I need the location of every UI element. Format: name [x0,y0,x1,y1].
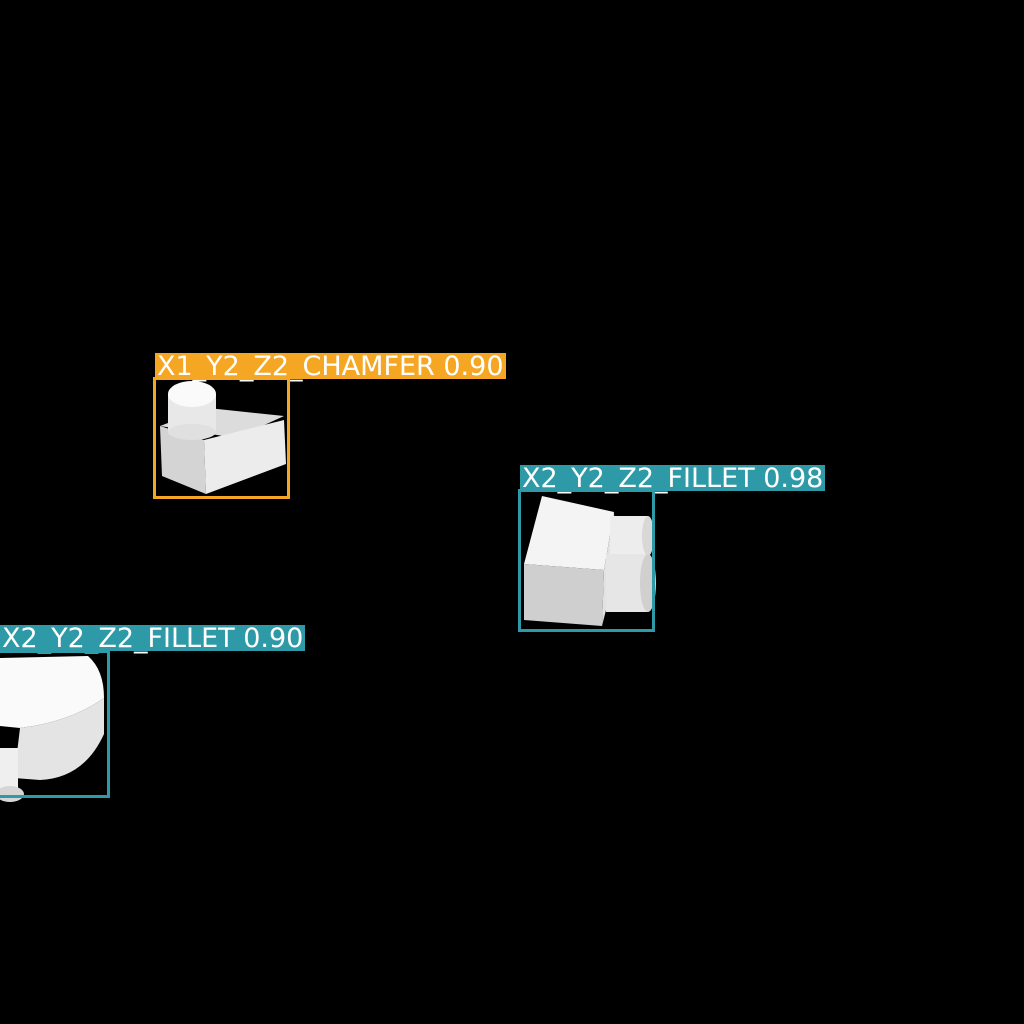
fillet-brick-render [524,496,656,626]
detection-bounding-box [153,377,290,499]
detection-label: X2_Y2_Z2_FILLET 0.90 [0,623,306,654]
detection-bounding-box [518,489,655,632]
detection-label: X2_Y2_Z2_FILLET 0.98 [520,463,826,494]
detection-label: X1_Y2_Z2_CHAMFER 0.90 [155,351,506,382]
chamfer-brick-render [160,381,286,494]
detection-bounding-box [0,650,110,798]
